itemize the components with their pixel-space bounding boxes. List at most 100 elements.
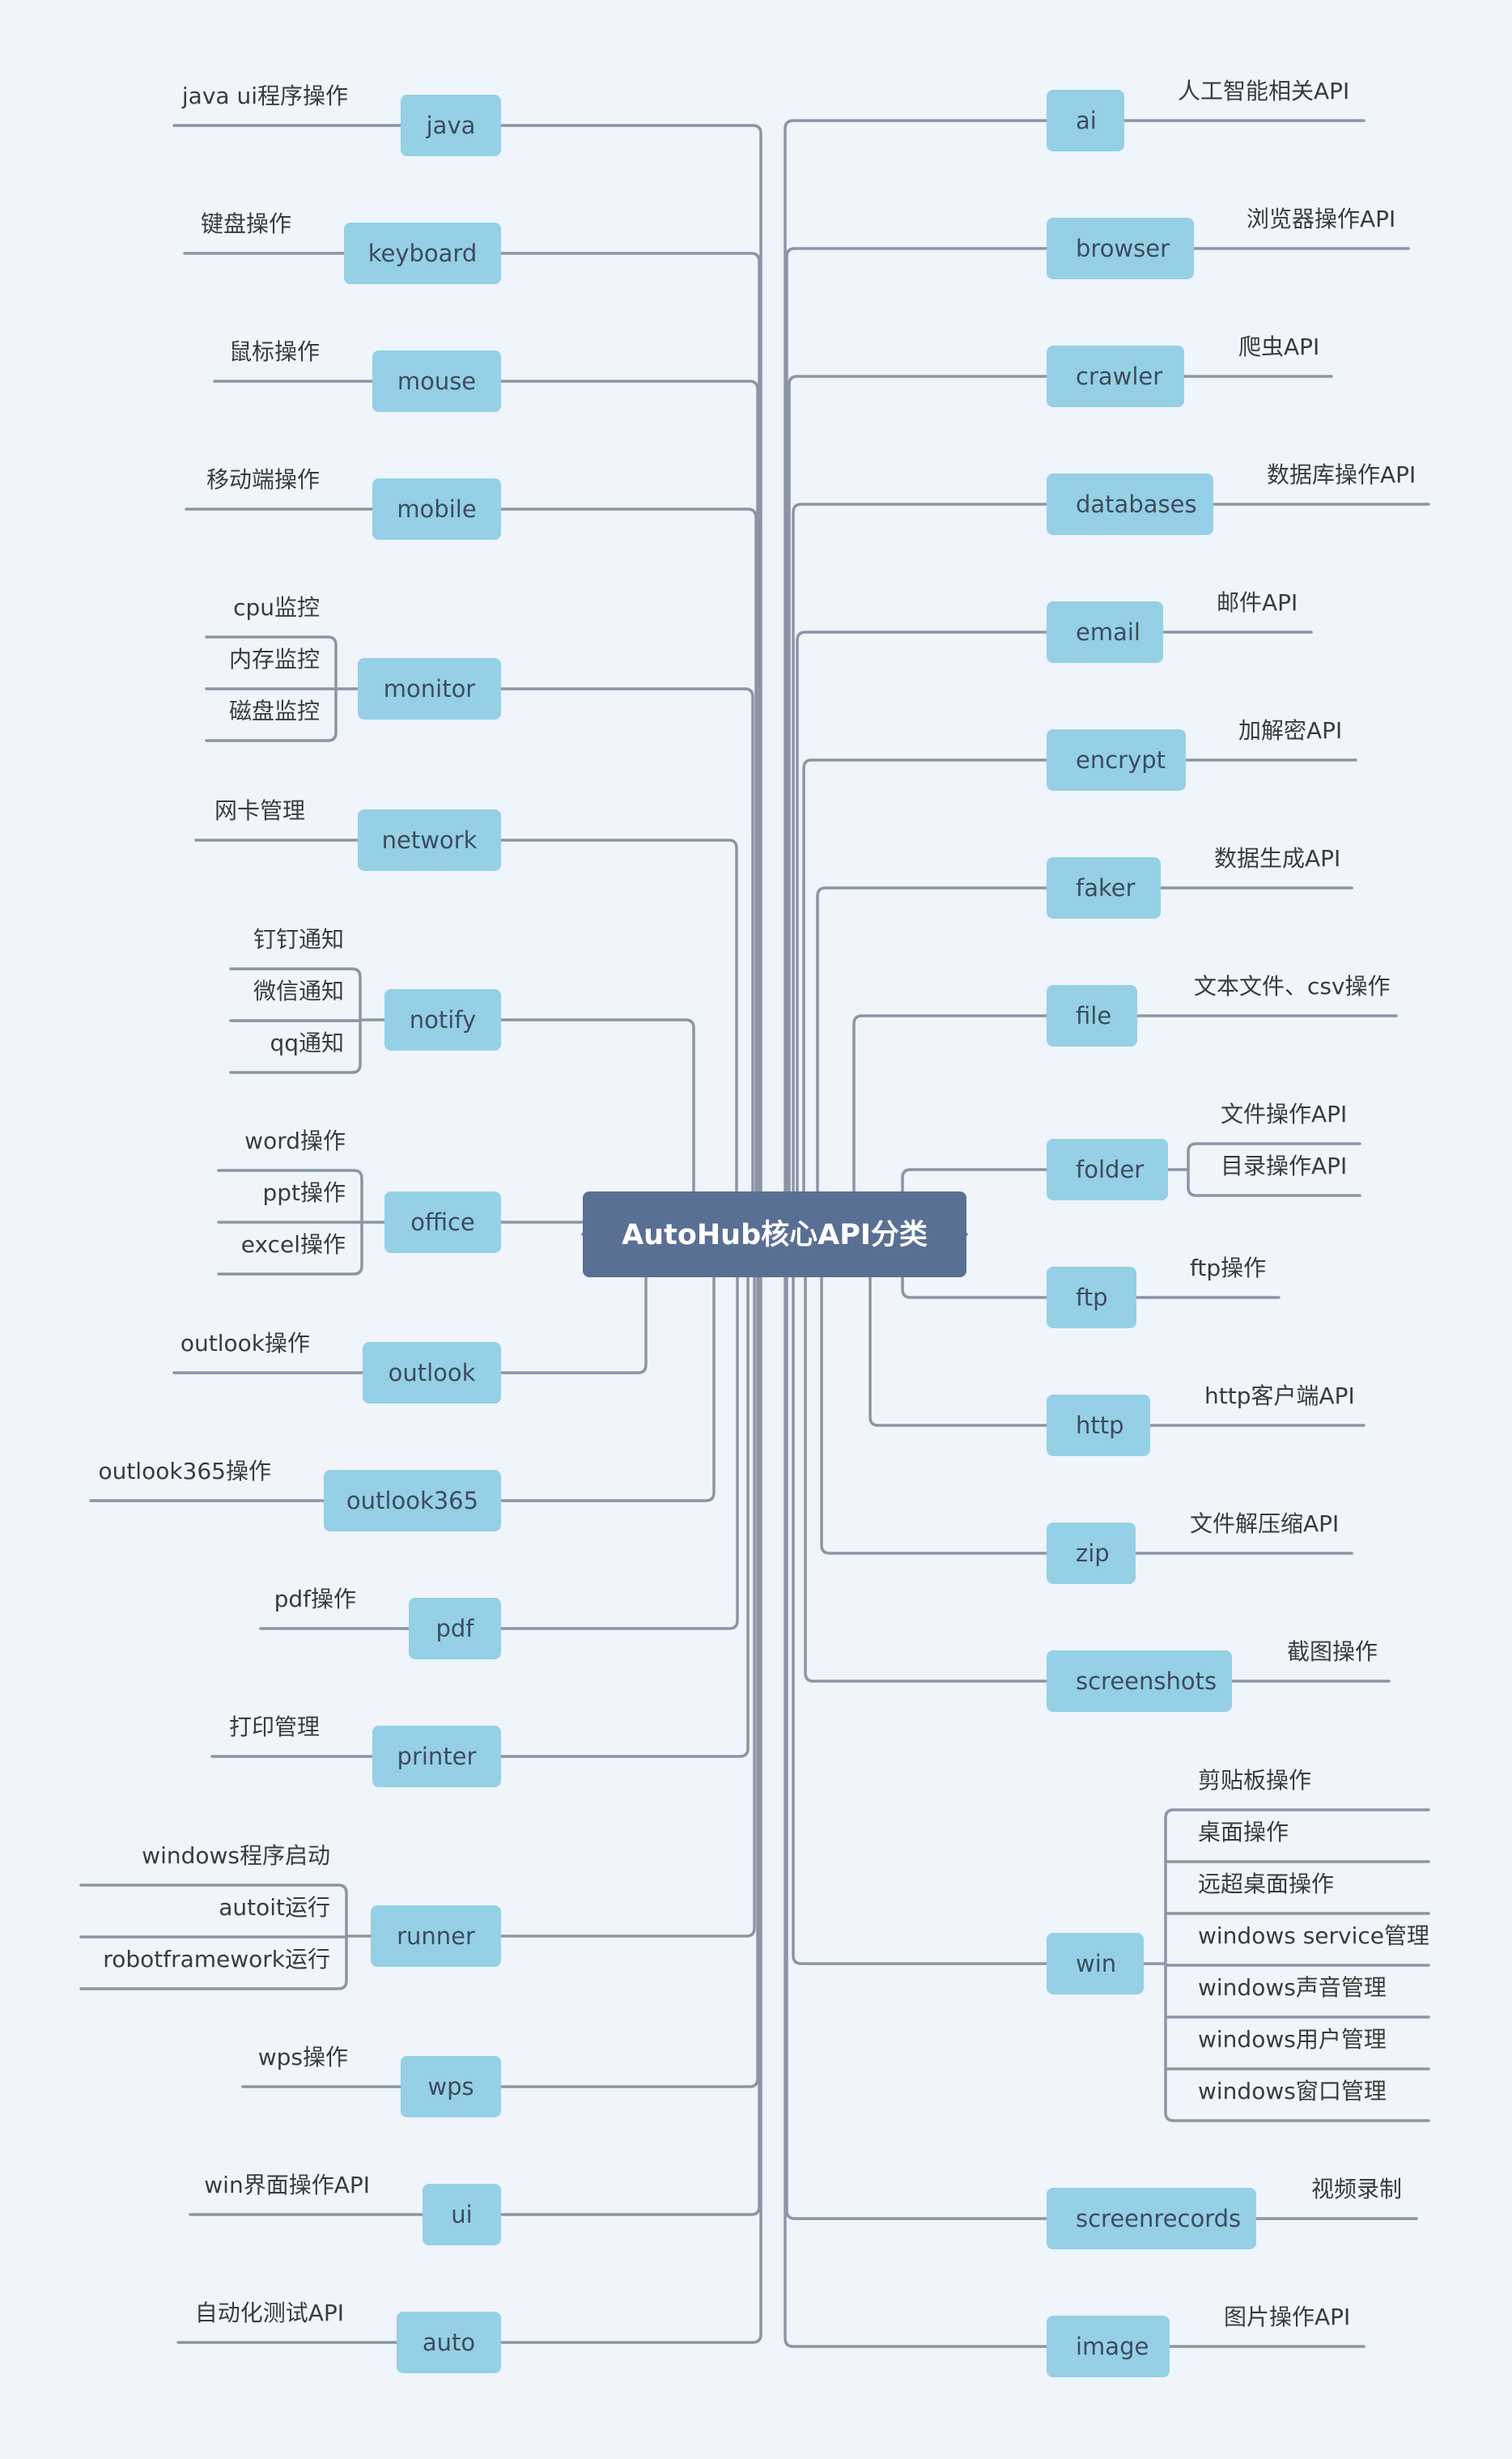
leaf-label[interactable]: 鼠标操作 (229, 338, 320, 365)
leaf-label[interactable]: outlook365操作 (98, 1458, 271, 1484)
leaf-label[interactable]: excel操作 (241, 1231, 346, 1258)
node-ftp[interactable] (1047, 1267, 1136, 1328)
leaf-label[interactable]: pdf操作 (274, 1586, 356, 1612)
leaf-label[interactable]: 邮件API (1217, 589, 1298, 616)
central-topic-label: AutoHub核心API分类 (622, 1219, 928, 1251)
node-screenrecords[interactable] (1047, 2188, 1256, 2249)
node-label-mouse: mouse (397, 367, 476, 395)
leaf-label[interactable]: 图片操作API (1224, 2304, 1350, 2330)
node-label-monitor: monitor (384, 675, 476, 703)
leaf-bracket (1187, 1142, 1361, 1197)
node-mobile[interactable] (372, 478, 501, 540)
node-label-screenrecords: screenrecords (1076, 2205, 1241, 2232)
leaf-label[interactable]: 钉钉通知 (253, 926, 344, 953)
node-zip[interactable] (1047, 1523, 1136, 1584)
leaf-label[interactable]: win界面操作API (204, 2172, 370, 2198)
leaf-label[interactable]: robotframework运行 (103, 1946, 330, 1973)
leaf-label[interactable]: 内存监控 (229, 646, 320, 673)
leaf-label[interactable]: autoit运行 (219, 1894, 330, 1921)
leaf-label[interactable]: windows声音管理 (1198, 1974, 1387, 2001)
leaf-label[interactable]: 视频录制 (1311, 2176, 1402, 2202)
leaf-label[interactable]: 文件操作API (1221, 1101, 1347, 1128)
leaf-label[interactable]: 目录操作API (1221, 1153, 1347, 1179)
node-java[interactable] (401, 95, 501, 156)
leaf-label[interactable]: 桌面操作 (1198, 1819, 1289, 1845)
node-image[interactable] (1047, 2316, 1170, 2377)
node-databases[interactable] (1047, 474, 1213, 535)
leaf-label[interactable]: 加解密API (1238, 717, 1342, 744)
node-outlook[interactable] (363, 1342, 501, 1404)
node-wps[interactable] (401, 2056, 501, 2117)
connector-java (499, 124, 771, 1236)
leaf-label[interactable]: java ui程序操作 (181, 83, 348, 109)
leaf-label[interactable]: outlook操作 (181, 1330, 310, 1357)
leaf-label[interactable]: 数据库操作API (1267, 461, 1416, 488)
central-topic-box[interactable] (583, 1191, 966, 1277)
node-win[interactable] (1047, 1933, 1144, 1994)
leaf-label[interactable]: wps操作 (258, 2044, 348, 2070)
leaf-label[interactable]: 微信通知 (253, 978, 344, 1004)
leaf-label[interactable]: 爬虫API (1238, 333, 1319, 360)
node-pdf[interactable] (409, 1598, 501, 1659)
leaf-label[interactable]: ftp操作 (1190, 1255, 1266, 1281)
leaf-label[interactable]: windows用户管理 (1198, 2026, 1387, 2053)
node-network[interactable] (358, 809, 501, 871)
leaf-label[interactable]: 打印管理 (229, 1714, 320, 1740)
leaf-label[interactable]: windows service管理 (1198, 1922, 1429, 1949)
leaf-label[interactable]: 磁盘监控 (229, 698, 320, 724)
leaf-label[interactable]: 远超桌面操作 (1198, 1871, 1334, 1897)
node-faker[interactable] (1047, 857, 1161, 919)
node-crawler[interactable] (1047, 346, 1184, 407)
leaf-label[interactable]: word操作 (244, 1128, 346, 1154)
leaf-label[interactable]: windows窗口管理 (1198, 2078, 1387, 2104)
leaf-label[interactable]: 截图操作 (1287, 1638, 1378, 1665)
node-ai[interactable] (1047, 90, 1124, 151)
connector-win (784, 1233, 1048, 1965)
node-http[interactable] (1047, 1395, 1150, 1456)
connector-runner (499, 1233, 764, 1938)
node-screenshots[interactable] (1047, 1650, 1232, 1712)
leaf-label[interactable]: 人工智能相关API (1178, 78, 1349, 104)
node-printer[interactable] (372, 1726, 501, 1787)
node-browser[interactable] (1047, 218, 1194, 279)
node-email[interactable] (1047, 601, 1163, 663)
connector-encrypt (794, 758, 1048, 1236)
node-label-encrypt: encrypt (1076, 746, 1166, 774)
leaf-label[interactable]: 网卡管理 (214, 797, 305, 824)
node-label-office: office (410, 1208, 475, 1236)
node-label-crawler: crawler (1076, 363, 1162, 390)
node-folder[interactable] (1047, 1139, 1168, 1200)
leaf-label[interactable]: 文本文件、csv操作 (1194, 973, 1391, 1000)
node-keyboard[interactable] (344, 223, 501, 284)
leaf-label[interactable]: qq通知 (270, 1030, 344, 1056)
node-notify[interactable] (384, 989, 501, 1051)
node-monitor[interactable] (358, 658, 501, 720)
leaf-label[interactable]: cpu监控 (233, 594, 320, 621)
node-ui[interactable] (423, 2184, 501, 2245)
node-mouse[interactable] (372, 350, 501, 412)
central-topic[interactable]: AutoHub核心API分类 (583, 1191, 966, 1277)
leaf-label[interactable]: 浏览器操作API (1247, 206, 1395, 232)
node-outlook365[interactable] (324, 1470, 501, 1531)
node-auto[interactable] (397, 2312, 501, 2373)
node-label-ai: ai (1076, 107, 1097, 134)
leaf-label[interactable]: 数据生成API (1214, 845, 1340, 872)
node-office[interactable] (384, 1191, 501, 1253)
leaf-label[interactable]: 文件解压缩API (1190, 1510, 1339, 1537)
leaf-label[interactable]: windows程序启动 (142, 1842, 330, 1869)
node-label-ftp: ftp (1076, 1284, 1107, 1311)
node-runner[interactable] (371, 1905, 501, 1967)
node-encrypt[interactable] (1047, 729, 1186, 791)
leaf-label[interactable]: 自动化测试API (195, 2300, 344, 2326)
leaf-label[interactable]: http客户端API (1204, 1382, 1355, 1409)
node-file[interactable] (1047, 985, 1137, 1047)
leaf-label[interactable]: ppt操作 (262, 1179, 346, 1206)
node-label-java: java (426, 112, 476, 139)
connector-network (499, 839, 746, 1236)
leaf-label[interactable]: 移动端操作 (206, 466, 320, 493)
node-label-databases: databases (1076, 491, 1197, 518)
node-label-zip: zip (1076, 1540, 1110, 1567)
leaf-label[interactable]: 剪贴板操作 (1198, 1767, 1311, 1794)
leaf-label[interactable]: 键盘操作 (201, 210, 291, 237)
